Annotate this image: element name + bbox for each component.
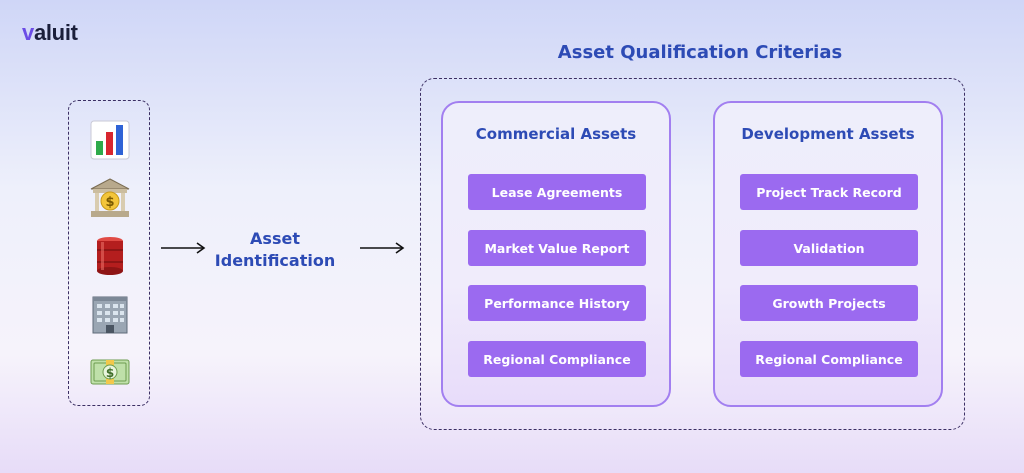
oil-drum-icon bbox=[89, 235, 131, 277]
criteria-item: Regional Compliance bbox=[740, 341, 918, 377]
svg-text:$: $ bbox=[105, 195, 114, 210]
criteria-item: Market Value Report bbox=[468, 230, 646, 266]
criteria-container bbox=[420, 78, 965, 430]
commercial-assets-panel: Commercial Assets Lease Agreements Marke… bbox=[441, 101, 671, 407]
svg-text:$: $ bbox=[106, 366, 114, 380]
bank-icon: $ bbox=[89, 177, 131, 219]
arrow-right-icon bbox=[160, 241, 206, 255]
criteria-item: Validation bbox=[740, 230, 918, 266]
panel-title: Development Assets bbox=[741, 125, 915, 143]
development-assets-panel: Development Assets Project Track Record … bbox=[713, 101, 943, 407]
asset-identification-label: Asset Identification bbox=[214, 229, 336, 270]
criteria-item: Project Track Record bbox=[740, 174, 918, 210]
asset-icons-box: $ $ bbox=[68, 100, 150, 406]
office-building-icon bbox=[89, 293, 131, 335]
criteria-title: Asset Qualification Criterias bbox=[557, 42, 843, 63]
money-icon: $ bbox=[89, 351, 131, 393]
criteria-item: Lease Agreements bbox=[468, 174, 646, 210]
criteria-item: Growth Projects bbox=[740, 285, 918, 321]
bar-chart-icon bbox=[89, 119, 131, 161]
panel-title: Commercial Assets bbox=[475, 125, 637, 143]
arrow-right-icon bbox=[359, 241, 405, 255]
criteria-item: Performance History bbox=[468, 285, 646, 321]
valuit-logo: valuit bbox=[22, 20, 78, 45]
criteria-item: Regional Compliance bbox=[468, 341, 646, 377]
